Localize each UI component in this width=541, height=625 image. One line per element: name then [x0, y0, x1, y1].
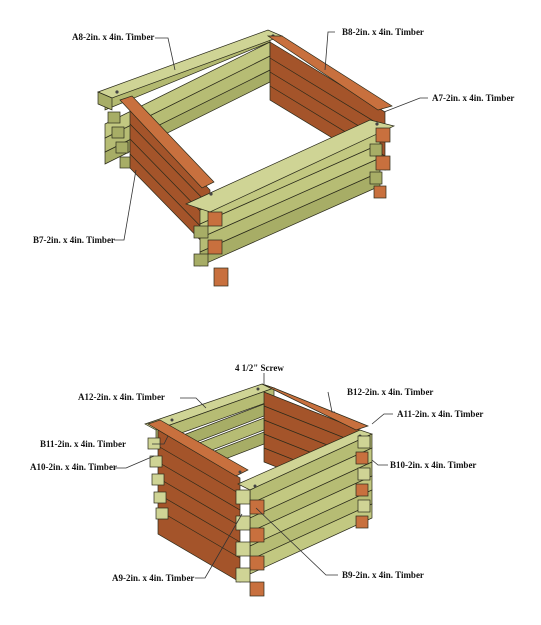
stub [115, 141, 129, 154]
end-a [193, 253, 209, 267]
end-a [369, 143, 383, 157]
beam-a8-front [97, 91, 113, 111]
beam-b11-top [147, 419, 249, 477]
stub [111, 126, 125, 139]
front-corner-ends [193, 211, 229, 287]
left-wall-b11 [147, 419, 249, 583]
label-a8: A8-2in. x 4in. Timber [72, 32, 154, 42]
beam-b12-top [261, 383, 370, 431]
end-b [213, 267, 229, 287]
left-wall-b7 [119, 95, 215, 251]
end-b [207, 211, 223, 227]
right-corner-ends-bottom [355, 435, 371, 529]
beam-a7-top [185, 119, 396, 213]
end-a [369, 171, 383, 185]
end-b [207, 239, 223, 255]
label-b8: B8-2in. x 4in. Timber [342, 27, 424, 37]
label-a9: A9-2in. x 4in. Timber [112, 573, 194, 583]
label-a7: A7-2in. x 4in. Timber [432, 93, 514, 103]
label-a12: A12-2in. x 4in. Timber [78, 392, 165, 402]
screw-hole [375, 122, 379, 126]
label-a11: A11-2in. x 4in. Timber [397, 409, 483, 419]
screw-hole [209, 192, 213, 196]
end-b [373, 185, 387, 199]
label-b10: B10-2in. x 4in. Timber [390, 460, 476, 470]
label-a10: A10-2in. x 4in. Timber [30, 462, 117, 472]
end-a [193, 225, 209, 239]
front-wall-a7 [185, 119, 396, 267]
end-b [375, 127, 391, 143]
screw-hole [238, 470, 242, 474]
bottom-planter-assembly: 4 1/2" Screw A12-2in. x 4in. Timber B12-… [30, 363, 483, 597]
label-screw: 4 1/2" Screw [235, 363, 284, 373]
top-planter-assembly: A8-2in. x 4in. Timber B8-2in. x 4in. Tim… [33, 27, 514, 287]
screw-hole [253, 484, 257, 488]
left-stubs-a10 [147, 437, 169, 520]
front-corner-ends-bottom [235, 489, 265, 597]
right-corner-ends [369, 127, 391, 199]
beam-b7-top [119, 95, 215, 189]
label-b11: B11-2in. x 4in. Timber [40, 439, 126, 449]
label-b12: B12-2in. x 4in. Timber [347, 387, 433, 397]
beam-b8-top [266, 35, 393, 111]
screw-hole [256, 387, 260, 391]
screw-hole [170, 418, 174, 422]
end-b [375, 155, 391, 171]
label-b9: B9-2in. x 4in. Timber [342, 570, 424, 580]
stub [107, 111, 121, 124]
label-b7: B7-2in. x 4in. Timber [33, 235, 115, 245]
screw-hole [115, 90, 119, 94]
